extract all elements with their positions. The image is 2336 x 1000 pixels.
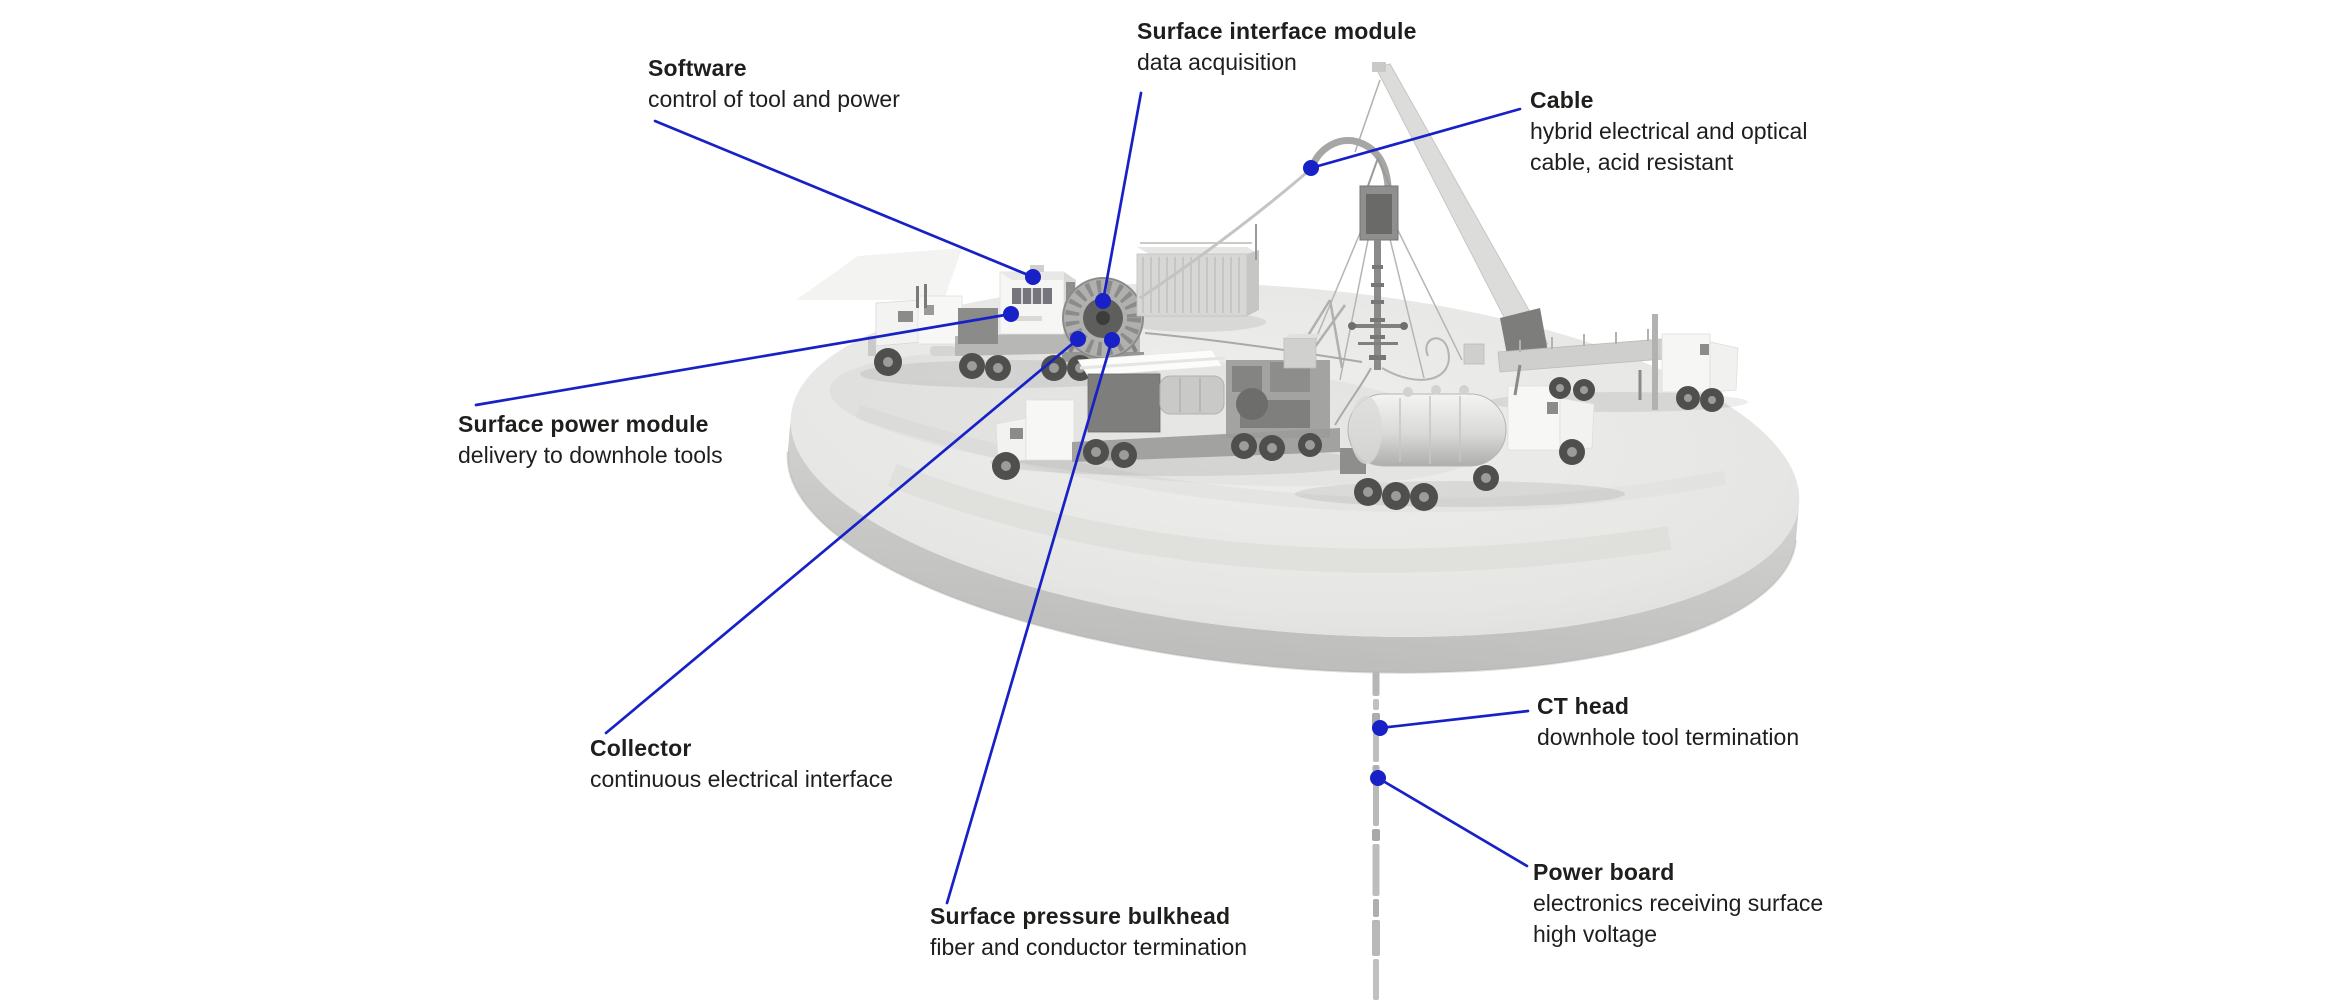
label-title: Software [648,55,747,81]
disc-side-wall [787,415,1800,673]
label-desc-line: control of tool and power [648,86,900,112]
leader-software [653,119,1035,279]
coiled-tubing-line [1139,166,1313,300]
wheels [1549,377,1724,412]
label-desc-line: electronics receiving surface [1533,890,1824,916]
tanker-truck [1340,385,1595,511]
anchor-dot-surface-power-module [1003,306,1019,322]
label-title: Power board [1533,859,1675,885]
outrigger [1513,364,1522,396]
ground-cable [1334,367,1372,426]
anchor-dot-software [1025,269,1041,285]
crane-flatbed-truck [1497,314,1739,412]
ground-equipment [1283,334,1485,369]
hose-loop [1381,337,1450,381]
label-title: CT head [1537,693,1630,719]
label-surface-interface-module: Surface interface module data acquisitio… [1137,16,1417,78]
anchor-dot-surface-pressure-bulkhead [1104,332,1120,348]
stake-posts [1519,329,1649,352]
exhaust-stack [916,286,919,308]
background-berm [796,248,962,300]
leader-cable [1309,107,1522,170]
anchor-dot-cable [1303,160,1319,176]
tank-body [1347,393,1507,467]
leader-surface-power-module [474,312,1013,407]
anchor-dot-surface-interface-module [1095,293,1111,309]
anchor-dot-collector [1070,331,1086,347]
label-power-board: Power board electronics receiving surfac… [1533,857,1823,950]
label-title: Surface interface module [1137,18,1417,44]
anchor-dot-ct-head [1372,720,1388,736]
label-desc-line: delivery to downhole tools [458,442,723,468]
leader-power-board [1376,776,1529,868]
label-ct-head: CT head downhole tool termination [1537,691,1799,753]
label-title: Cable [1530,87,1594,113]
label-desc-line: downhole tool termination [1537,724,1800,750]
ground-cable [1144,332,1363,363]
label-desc-line: continuous electrical interface [590,766,893,792]
leader-surface-pressure-bulkhead [945,338,1114,905]
crane-turret [1500,308,1548,360]
label-desc-line: hybrid electrical and optical [1530,118,1808,144]
label-software: Software control of tool and power [648,53,900,115]
leader-collector [604,337,1080,735]
wheels [992,433,1322,480]
label-desc-line: fiber and conductor termination [930,934,1248,960]
gooseneck [1308,137,1392,187]
exhaust-stack [924,284,927,308]
label-surface-power-module: Surface power module delivery to downhol… [458,409,723,471]
label-title: Surface power module [458,411,709,437]
anchor-dots [1003,160,1388,786]
anchor-dot-power-board [1370,770,1386,786]
tire-track [855,405,1727,513]
label-title: Collector [590,735,692,761]
storage-container [1136,224,1259,317]
wheels [1354,439,1585,511]
pump-truck [992,349,1340,480]
label-surface-pressure-bulkhead: Surface pressure bulkhead fiber and cond… [930,901,1247,963]
label-title: Surface pressure bulkhead [930,903,1231,929]
leader-surface-interface-module [1101,91,1143,303]
wellhead-tree [1348,240,1408,370]
tire-track [887,463,1672,573]
label-desc-line: data acquisition [1137,49,1297,75]
label-collector: Collector continuous electrical interfac… [590,733,893,795]
boom-rest-mast [1652,314,1658,410]
label-desc-line: cable, acid resistant [1530,149,1734,175]
leader-ct-head [1378,709,1530,730]
label-cable: Cable hybrid electrical and optical cabl… [1530,85,1807,178]
leader-lines [474,91,1530,905]
lift-bail [1367,155,1391,187]
label-desc-line: high voltage [1533,921,1658,947]
